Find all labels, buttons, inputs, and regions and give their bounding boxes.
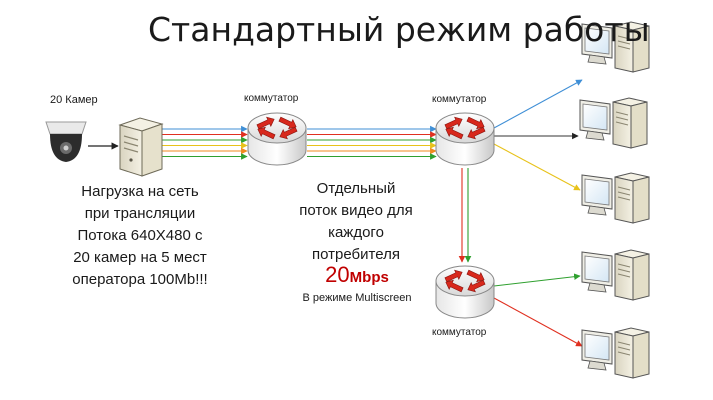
- workstation-icon: [581, 21, 650, 73]
- stream-description: Отдельный поток видео для каждого потреб…: [299, 180, 413, 263]
- workstation-icon: [579, 97, 648, 149]
- workstation-icon: [581, 327, 650, 379]
- bitrate-number: 20: [325, 262, 350, 287]
- workstation-icon: [581, 249, 650, 301]
- switch-label-2: коммутатор: [432, 94, 487, 105]
- camera-count-label: 20 Камер: [50, 94, 98, 106]
- switch-label-3: коммутатор: [432, 327, 487, 338]
- ip-camera-icon: [45, 121, 87, 162]
- diagram-title: Стандартный режим работы: [148, 10, 650, 49]
- bitrate-unit: Mbps: [349, 269, 389, 286]
- stream-arrow: [493, 79, 583, 129]
- multiscreen-mode-label: В режиме Multiscreen: [302, 292, 412, 304]
- server-icon: [118, 117, 164, 177]
- stream-arrow: [493, 143, 581, 191]
- switch-label-1: коммутатор: [244, 93, 299, 104]
- workstation-icon: [581, 172, 650, 224]
- bitrate-value: 20Mbps: [300, 262, 414, 288]
- network-switch-icon: [435, 112, 495, 166]
- network-switch-icon: [435, 265, 495, 319]
- network-load-description: Нагрузка на сеть при трансляции Потока 6…: [72, 183, 208, 288]
- stream-arrow: [493, 297, 583, 347]
- network-switch-icon: [247, 112, 307, 166]
- stream-arrow: [493, 273, 581, 287]
